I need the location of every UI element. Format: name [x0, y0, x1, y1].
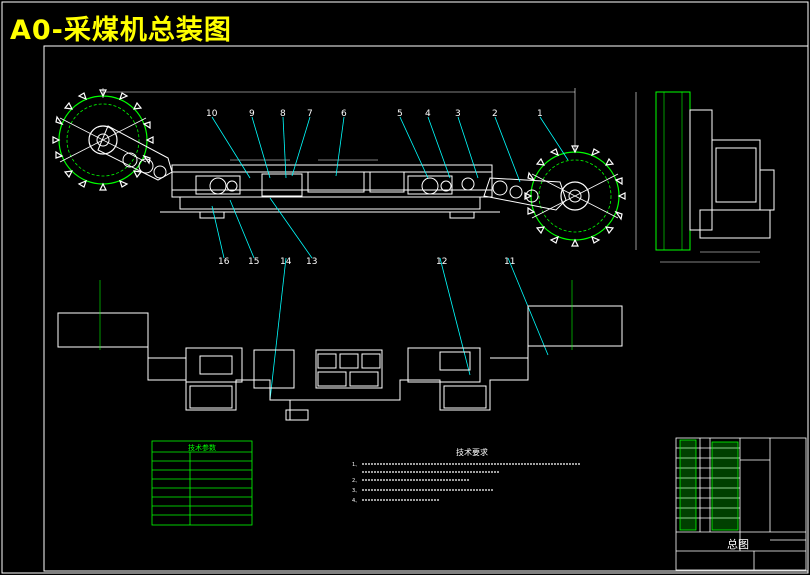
balloon-9: 9: [249, 109, 255, 119]
machine-body: [160, 164, 500, 219]
title-block: [675, 437, 807, 571]
balloon-6: 6: [341, 109, 347, 119]
right-ranging-arm: [483, 177, 567, 211]
balloon-13: 13: [306, 257, 317, 267]
balloon-14: 14: [280, 257, 292, 267]
page-title: A0-采煤机总装图: [10, 15, 232, 46]
right-cutting-drum: [524, 145, 626, 247]
note-2: 2、: [352, 478, 360, 484]
balloon-11: 11: [504, 257, 515, 267]
left-cutting-drum: [52, 89, 154, 191]
plan-view: [57, 280, 623, 421]
balloon-5: 5: [397, 109, 403, 119]
balloon-1: 1: [537, 109, 543, 119]
balloon-3: 3: [455, 109, 461, 119]
left-ranging-arm: [97, 125, 173, 181]
balloon-10: 10: [206, 109, 218, 119]
overall-dimension: [102, 88, 576, 161]
balloon-12: 12: [436, 257, 447, 267]
balloon-7: 7: [307, 109, 313, 119]
balloon-15: 15: [248, 257, 259, 267]
front-view: 10 9 8 7 6 5 4 3 2 1 16 15 14 13 12 11: [52, 88, 626, 401]
balloon-16: 16: [218, 257, 230, 267]
inner-border: [43, 45, 809, 572]
balloon-8: 8: [280, 109, 286, 119]
balloon-row-top: 10 9 8 7 6 5 4 3 2 1: [206, 109, 543, 119]
balloon-2: 2: [492, 109, 498, 119]
note-1: 1、: [352, 462, 360, 468]
tech-notes: 1、 2、 3、 4、: [352, 462, 580, 504]
balloon-row-bottom: 16 15 14 13 12 11: [218, 257, 515, 267]
drawing-name: 总图: [727, 537, 749, 551]
tech-params-title: 技术参数: [188, 443, 216, 452]
note-4: 4、: [352, 498, 360, 504]
tech-params-table: [151, 440, 253, 526]
tech-notes-title: 技术要求: [456, 447, 488, 457]
balloon-4: 4: [425, 109, 431, 119]
side-view: [635, 91, 775, 263]
note-3: 3、: [352, 488, 360, 494]
